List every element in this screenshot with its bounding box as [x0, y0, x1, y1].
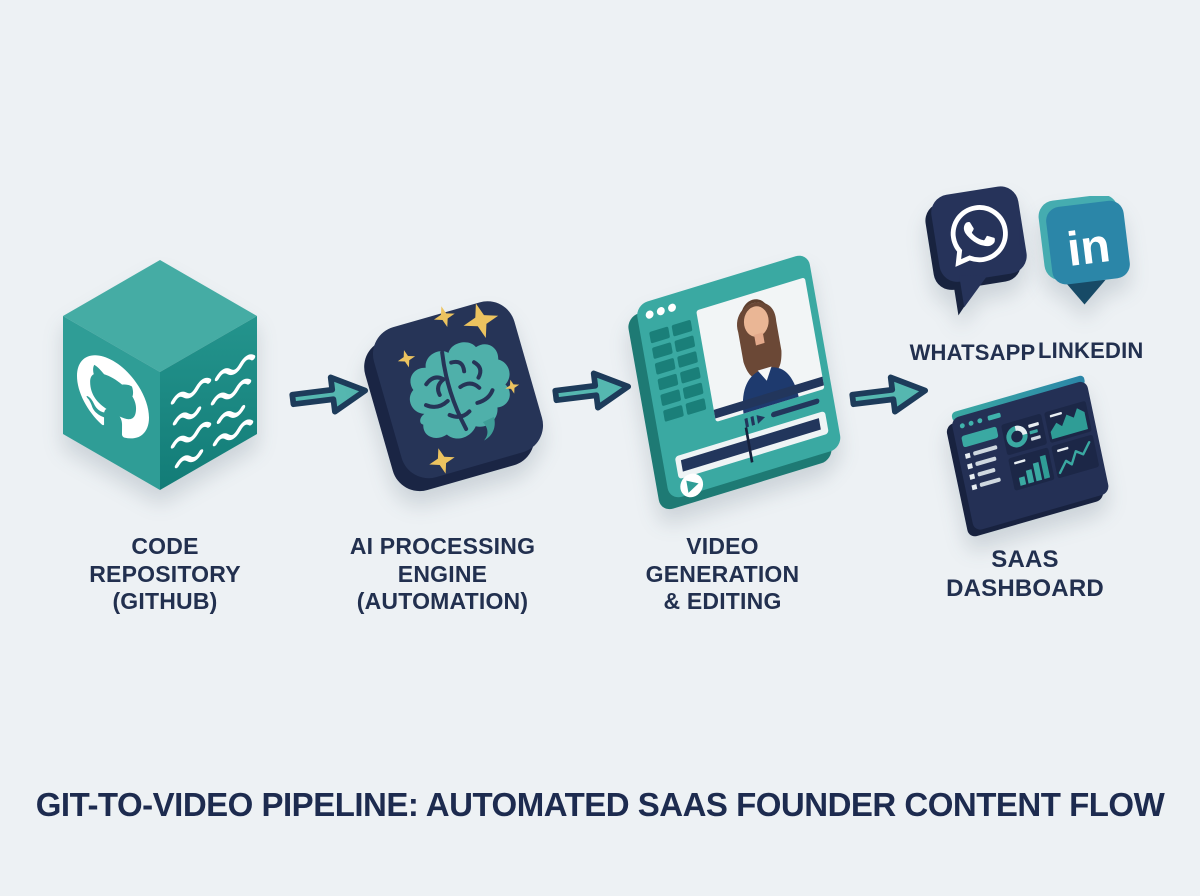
diagram-title: GIT-TO-VIDEO PIPELINE: AUTOMATED SAAS FO…: [35, 786, 1165, 823]
video-progress-bar: [713, 376, 824, 419]
playback-controls-icon: [744, 398, 820, 428]
donut-chart-card: [1001, 414, 1047, 455]
presenter-avatar: [737, 299, 799, 414]
play-button-icon: [680, 473, 704, 498]
linkedin-in-glyph: in: [1064, 219, 1113, 277]
code-lines-icon: [170, 354, 256, 469]
video-generation-label: VIDEO GENERATION & EDITING: [645, 533, 800, 615]
ai-engine-label: AI PROCESSING ENGINE (AUTOMATION): [349, 533, 536, 615]
area-chart-card: [1044, 401, 1092, 443]
editor-panel-grid: [649, 320, 707, 422]
right-arrow-icon: [552, 370, 632, 411]
linkedin-label: LINKEDIN: [1038, 338, 1144, 363]
playhead: [744, 427, 754, 463]
linkedin-icon: in: [1038, 196, 1130, 305]
whatsapp-icon: [925, 186, 1027, 316]
whatsapp-label: WHATSAPP: [909, 340, 1036, 365]
whatsapp-logo-glyph: [950, 205, 1008, 267]
saas-dashboard-icon: [946, 375, 1109, 537]
brain-icon: [409, 342, 510, 441]
sparkle-icon: [397, 303, 520, 474]
octocat-icon: [77, 355, 149, 439]
right-arrow-icon: [849, 374, 929, 415]
line-chart-card: [1051, 435, 1099, 478]
window-controls-icon: [645, 303, 676, 319]
github-cube-icon: [63, 260, 257, 490]
ai-brain-icon: [364, 301, 544, 492]
right-arrow-icon: [289, 374, 369, 415]
video-editor-icon: [628, 255, 841, 510]
timeline-clip: [680, 418, 821, 472]
code-repository-label: CODE REPOSITORY (GITHUB): [89, 533, 241, 615]
window-controls-icon: [959, 412, 1001, 429]
bar-chart-card: [1008, 447, 1055, 491]
dashboard-sidebar: [961, 426, 1001, 491]
saas-dashboard-label: SAAS DASHBOARD: [946, 546, 1104, 602]
